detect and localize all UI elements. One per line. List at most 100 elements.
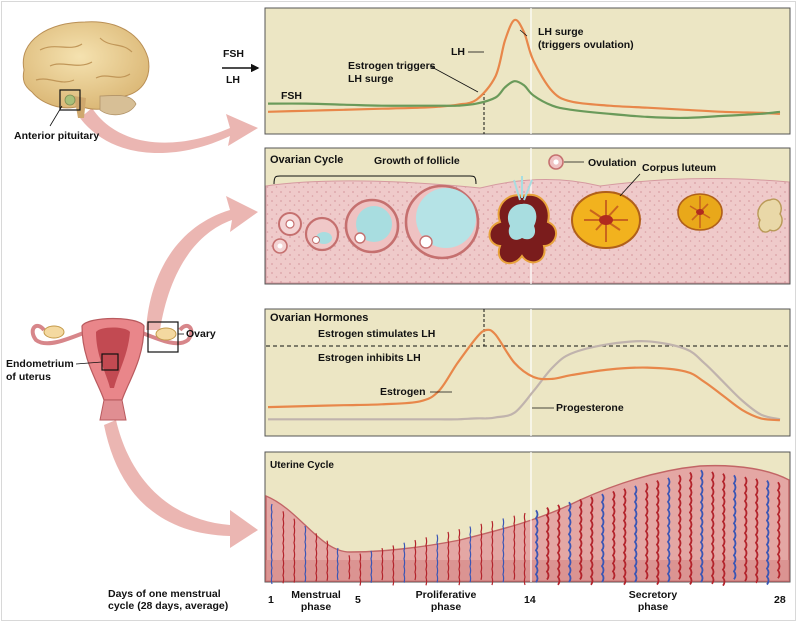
fsh-curve-label: FSH <box>281 90 302 102</box>
gonadotropin-panel <box>264 7 791 135</box>
mature-follicle <box>404 184 480 260</box>
brain-illustration <box>22 21 150 127</box>
primary-follicle <box>272 212 302 254</box>
ovarian-cycle-title: Ovarian Cycle <box>270 154 344 166</box>
gland-vessel <box>765 479 770 586</box>
gland-vessel <box>447 531 450 581</box>
growth-of-follicle-label: Growth of follicle <box>374 155 460 167</box>
gland-vessel <box>732 474 737 580</box>
gland-vessel <box>480 523 483 580</box>
gland-vessel <box>600 493 605 583</box>
fsh-curve <box>267 80 781 120</box>
day-5-label: 5 <box>355 594 361 606</box>
estrogen-triggers-label-1: Estrogen triggers <box>348 60 436 72</box>
secondary-follicle <box>304 216 340 252</box>
gland-vessel <box>491 520 494 586</box>
corpus-luteum <box>571 173 641 249</box>
gland-vessel <box>622 488 627 586</box>
timeline-caption-2: cycle (28 days, average) <box>108 600 229 612</box>
arrow-pituitary-to-gonadotropins <box>80 108 258 154</box>
lh-surge-label-2: (triggers ovulation) <box>538 39 634 51</box>
gland-vessel <box>436 534 439 583</box>
gland-vessel <box>666 477 671 583</box>
growth-bracket <box>273 175 477 185</box>
gland-vessel <box>578 498 583 581</box>
uterus-illustration <box>30 317 194 421</box>
uterine-cycle-panel <box>264 451 791 587</box>
lh-curve <box>267 18 781 115</box>
estrogen-inhibits-label: Estrogen inhibits LH <box>318 352 421 364</box>
gland-vessel <box>348 555 351 580</box>
ovarian-hormones-panel <box>264 308 791 437</box>
gland-vessel <box>336 547 339 581</box>
gland-vessel <box>502 518 505 583</box>
ruptured-follicle <box>488 176 558 265</box>
lh-surge-label-1: LH surge <box>538 26 584 38</box>
gland-vessel <box>381 547 384 581</box>
gland-vessel <box>534 509 539 583</box>
estrogen-curve-label: Estrogen <box>380 386 426 398</box>
corpus-luteum-regressing <box>677 193 723 231</box>
arrow-ovary-to-ovarian-cycle <box>146 196 258 330</box>
gland-vessel <box>403 542 406 583</box>
estrogen-stimulates-label: Estrogen stimulates LH <box>318 328 436 340</box>
gland-vessel <box>326 540 329 581</box>
gland-vessel <box>425 537 428 586</box>
ovarian-hormones-title: Ovarian Hormones <box>270 312 369 324</box>
gland-vessel <box>270 503 273 585</box>
timeline-caption-1: Days of one menstrual <box>108 588 221 600</box>
gland-vessel <box>458 529 461 586</box>
ovulation-label: Ovulation <box>588 157 637 169</box>
gland-vessel <box>644 482 649 580</box>
lh-curve-label: LH <box>451 46 465 58</box>
input-fsh-label: FSH <box>223 48 244 60</box>
gland-vessel <box>589 496 594 586</box>
gland-vessel <box>677 474 682 580</box>
gland-vessel <box>370 550 373 584</box>
gland-vessel <box>469 526 472 583</box>
gland-vessel <box>293 518 296 583</box>
gland-vessel <box>688 471 693 585</box>
arrow-uterus-to-uterine-cycle <box>104 420 258 548</box>
endometrium-label-1: Endometrium <box>6 358 74 370</box>
gland-vessel <box>414 539 417 581</box>
gland-vessel <box>611 490 616 580</box>
gland-vessel <box>304 525 307 583</box>
endometrium-label-2: of uterus <box>6 371 51 383</box>
day-14-label: 14 <box>524 594 536 606</box>
gland-vessel <box>556 504 561 586</box>
flow-arrows <box>80 108 258 548</box>
gland-vessel <box>754 478 759 584</box>
endometrial-glands <box>270 469 781 587</box>
antral-follicle <box>344 198 400 254</box>
estrogen-triggers-label-2: LH surge <box>348 73 394 85</box>
gland-vessel <box>567 501 572 583</box>
input-lh-label: LH <box>226 74 240 86</box>
ovarian-cycle-panel <box>264 147 791 285</box>
gland-vessel <box>513 515 516 580</box>
estrogen-curve <box>267 328 781 422</box>
gland-vessel <box>359 553 362 586</box>
gland-vessel <box>710 471 715 585</box>
progesterone-curve-label: Progesterone <box>556 402 624 414</box>
progesterone-curve <box>268 340 781 421</box>
gland-vessel <box>655 480 660 586</box>
gland-vessel <box>545 507 550 581</box>
gland-vessel <box>392 545 395 586</box>
ovary-highlight-box <box>147 321 179 353</box>
pituitary-highlight-box <box>59 89 81 111</box>
gland-vessel <box>523 512 526 586</box>
gland-vessel <box>315 533 318 582</box>
gland-vessel <box>721 473 726 587</box>
day-28-label: 28 <box>774 594 786 606</box>
corpus-luteum-label: Corpus luteum <box>642 162 717 174</box>
day-1-label: 1 <box>268 594 274 606</box>
gland-vessel <box>633 485 638 583</box>
uterine-cycle-title: Uterine Cycle <box>270 460 334 471</box>
gland-vessel <box>282 511 285 584</box>
gland-vessel <box>776 481 781 579</box>
